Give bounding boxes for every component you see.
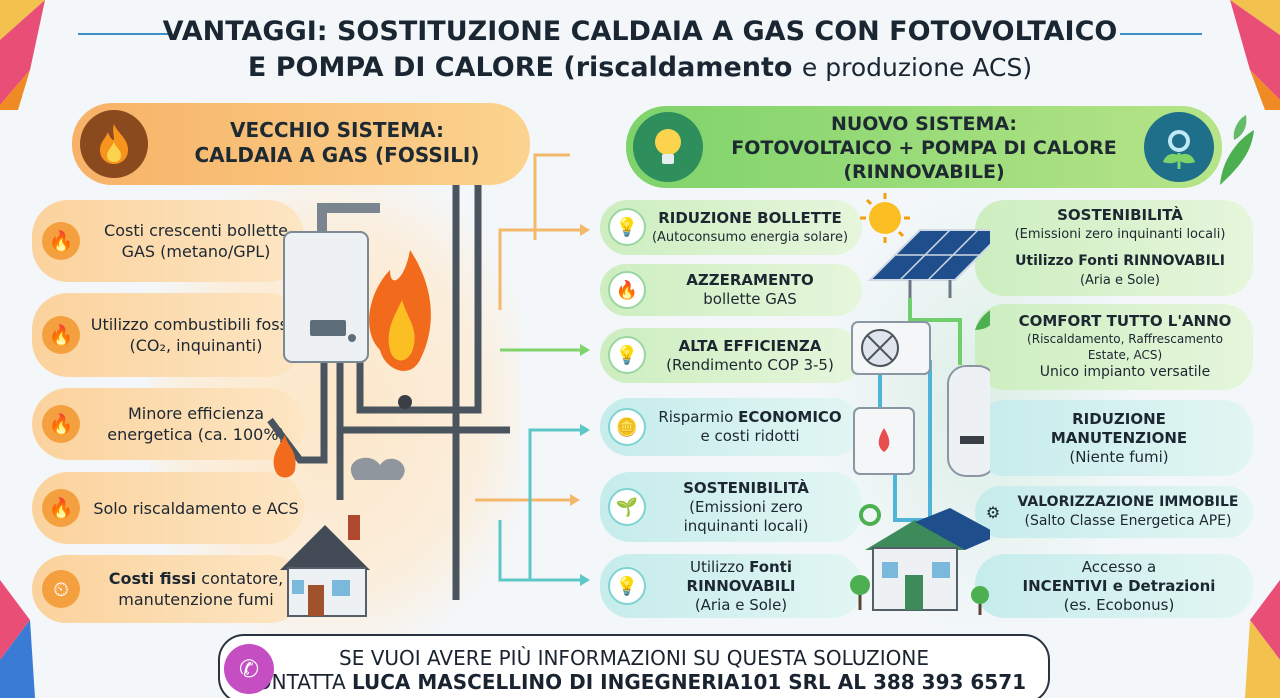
gear-icon: ⚙ [985,502,1001,522]
new-item-title: ALTA EFFICIENZA [678,336,822,355]
new-system-header-right-icon [1144,112,1214,182]
page-title: VANTAGGI: SOSTITUZIONE CALDAIA A GAS CON… [0,14,1280,86]
new-right-sub: (Salto Classe Energetica APE) [1024,513,1232,529]
title-line-2-light: e produzione ACS) [801,53,1033,82]
new-right-title: VALORIZZAZIONE IMMOBILE [1017,494,1239,510]
old-system-header: VECCHIO SISTEMA: CALDAIA A GAS (FOSSILI) [72,103,530,185]
new-right-incentives: Accesso a INCENTIVI e Detrazioni (es. Ec… [975,554,1253,618]
heat-pump-illustration [850,193,990,615]
new-item-pre: Utilizzo [689,557,745,576]
new-item-title: AZZERAMENTO [686,271,814,289]
title-line-2-bold: E POMPA DI CALORE (riscaldamento [247,52,793,83]
old-item-text: Costi fissi contatore, manutenzione fumi [88,568,304,610]
lightbulb-icon: 💡 [608,567,646,605]
old-item-fixed-costs: ⏲ Costi fissi contatore, manutenzione fu… [32,555,304,623]
flame-icon: 🔥 [42,405,80,443]
new-item-sub: (Aria e Sole) [694,595,788,614]
new-system-header: NUOVO SISTEMA: FOTOVOLTAICO + POMPA DI C… [626,106,1222,188]
new-item-title: SOSTENIBILITÀ [683,478,809,497]
new-right-title-2: Utilizzo Fonti RINNOVABILI [1015,253,1225,269]
old-item-gas-costs: 🔥 Costi crescenti bollette GAS (metano/G… [32,200,304,282]
lightbulb-icon: 💡 [608,336,646,374]
flame-icon: 🔥 [42,222,80,260]
old-item-text-bold: Costi fissi [108,569,197,588]
flame-icon: 🔥 [42,489,80,527]
contact-footer: SE VUOI AVERE PIÙ INFORMAZIONI SU QUESTA… [218,634,1050,698]
new-right-title: INCENTIVI e Detrazioni [1022,576,1216,595]
old-system-header-icon [80,110,148,178]
hand-coin-icon: 🪙 [608,408,646,446]
transition-arrows [475,153,590,586]
old-item-text: Minore efficienza energetica (ca. 100%) [107,404,285,444]
new-right-title: SOSTENIBILITÀ [1057,206,1183,224]
footer-line-2: CONTATTA LUCA MASCELLINO DI INGEGNERIA10… [220,670,1048,694]
new-right-sub: (Riscaldamento, Raffrescamento Estate, A… [1027,332,1223,362]
new-item-sub: (Autoconsumo energia solare) [651,229,849,245]
old-item-fossil-fuels: 🔥 Utilizzo combustibili fossili (CO₂, in… [32,293,304,377]
corner-decoration-bottom-right [1245,580,1280,698]
new-item-bill-reduction: 💡 RIDUZIONE BOLLETTE (Autoconsumo energi… [600,200,862,255]
gear-plant-icon [1162,130,1196,169]
whatsapp-icon[interactable]: ✆ [224,644,274,694]
corner-decoration-top-right [1230,0,1280,110]
new-right-sub-2: Unico impianto versatile [1039,364,1211,380]
flame-icon: 🔥 [42,316,80,354]
old-system-header-line-2: CALDAIA A GAS (FOSSILI) [194,143,480,167]
new-item-pre: Risparmio [658,408,734,426]
new-right-title: RIDUZIONE MANUTENZIONE [1050,409,1188,447]
new-item-sub: bollette GAS [703,290,797,308]
footer-line-1: SE VUOI AVERE PIÙ INFORMAZIONI SU QUESTA… [339,646,929,670]
title-rule-right [1120,33,1202,35]
new-right-property-value: VALORIZZAZIONE IMMOBILE (Salto Classe En… [975,486,1253,538]
old-item-text: Costi crescenti bollette GAS (metano/GPL… [104,221,288,261]
title-line-2: E POMPA DI CALORE (riscaldamento e produ… [0,50,1280,86]
new-item-gas-zero: 🔥 AZZERAMENTO bollette GAS [600,264,862,316]
new-right-sub-2: (Aria e Sole) [1079,273,1161,288]
old-item-text-rest: contatore, manutenzione fumi [118,569,284,609]
title-line-1: VANTAGGI: SOSTITUZIONE CALDAIA A GAS CON… [162,16,1118,47]
new-right-sustainability: SOSTENIBILITÀ (Emissioni zero inquinanti… [975,200,1253,296]
new-item-renewables: 💡 Utilizzo Fonti RINNOVABILI (Aria e Sol… [600,554,862,618]
new-right-sub: (Emissioni zero inquinanti locali) [1014,227,1226,242]
old-system-header-line-1: VECCHIO SISTEMA: [230,118,444,142]
new-item-title: RIDUZIONE BOLLETTE [658,208,842,227]
new-system-header-line-3: (RINNOVABILE) [843,161,1005,183]
new-right-comfort: COMFORT TUTTO L'ANNO (Riscaldamento, Raf… [975,304,1253,390]
old-item-low-efficiency: 🔥 Minore efficienza energetica (ca. 100%… [32,388,304,460]
new-item-high-efficiency: 💡 ALTA EFFICIENZA (Rendimento COP 3-5) [600,328,862,383]
lightbulb-icon [655,129,681,164]
new-right-pre: Accesso a [1081,557,1157,576]
old-item-heating-only: 🔥 Solo riscaldamento e ACS [32,472,304,544]
footer-contact-name: LUCA MASCELLINO DI INGEGNERIA101 SRL AL … [351,670,1027,694]
flame-icon [100,124,128,164]
title-rule-left [78,33,168,35]
new-system-header-line-1: NUOVO SISTEMA: [830,113,1018,135]
corner-decoration-top-left [0,0,45,110]
corner-decoration-bottom-left [0,580,35,698]
new-system-header-left-icon [633,112,703,182]
new-item-savings: 🪙 Risparmio ECONOMICO e costi ridotti [600,398,862,456]
sprout-icon: 🌱 [608,488,646,526]
new-item-title: ECONOMICO [738,408,842,426]
flame-icon: 🔥 [608,271,646,309]
old-item-text: Solo riscaldamento e ACS [93,498,299,518]
new-system-header-line-2: FOTOVOLTAICO + POMPA DI CALORE [731,137,1117,159]
old-item-text: Utilizzo combustibili fossili (CO₂, inqu… [90,315,302,355]
new-right-title: COMFORT TUTTO L'ANNO [1018,312,1232,330]
new-right-sub: (Niente fumi) [1069,447,1169,466]
new-right-sub: (es. Ecobonus) [1063,595,1175,614]
new-item-sustainability: 🌱 SOSTENIBILITÀ (Emissioni zero inquinan… [600,472,862,542]
new-right-maintenance: RIDUZIONE MANUTENZIONE (Niente fumi) [975,400,1253,476]
gauge-icon: ⏲ [42,570,80,608]
new-item-sub: (Emissioni zero inquinanti locali) [683,497,809,535]
new-item-sub: (Rendimento COP 3-5) [666,355,834,374]
new-item-sub: e costi ridotti [700,427,800,445]
new-item-title: Fonti RINNOVABILI [686,557,796,595]
boiler-illustration [267,185,510,617]
leaf-icon [1220,115,1254,185]
lightbulb-icon: 💡 [608,208,646,246]
